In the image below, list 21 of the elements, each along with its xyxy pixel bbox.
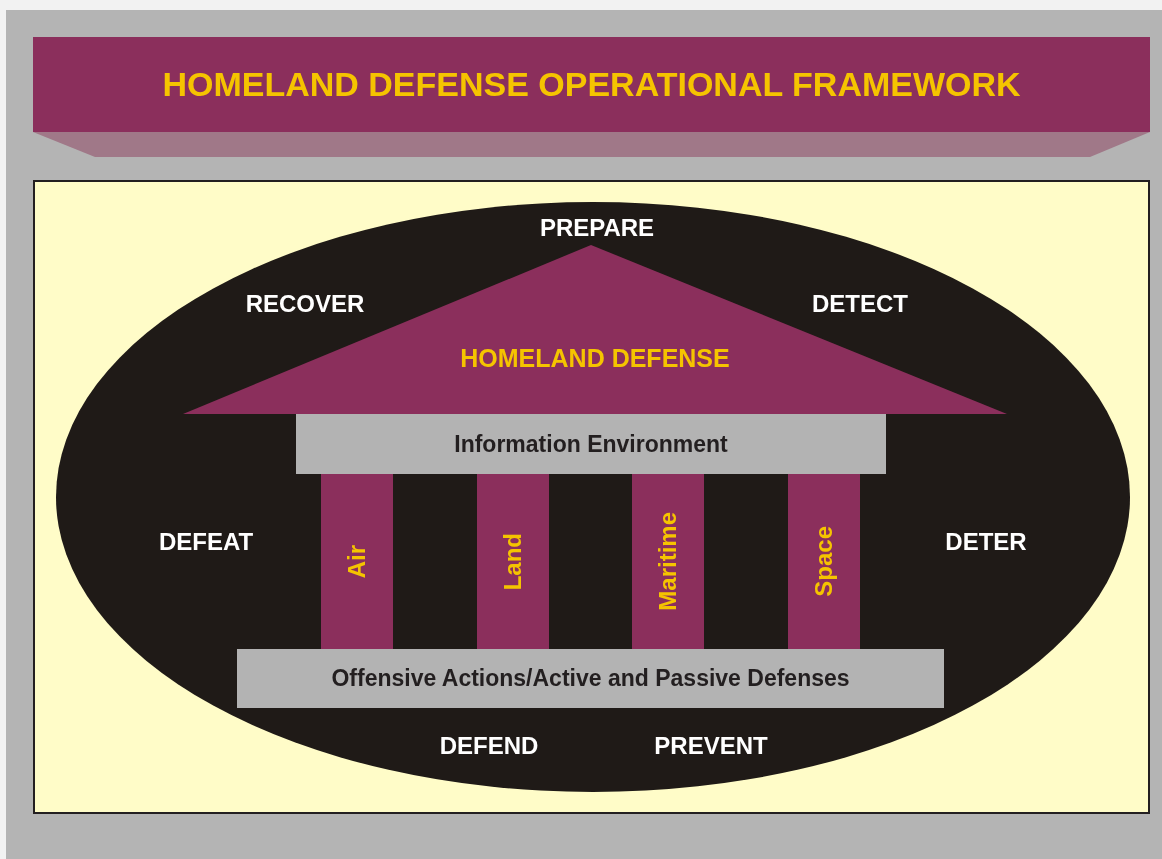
pillar bbox=[788, 474, 860, 649]
pillar bbox=[632, 474, 704, 649]
beam-label: Information Environment bbox=[454, 429, 728, 459]
beam-bar bbox=[296, 414, 886, 474]
pillar-label: Land bbox=[498, 532, 527, 591]
pillar bbox=[321, 474, 393, 649]
pillar-label: Maritime bbox=[653, 512, 682, 611]
roof-label: HOMELAND DEFENSE bbox=[460, 343, 730, 374]
phase-label: DETER bbox=[945, 528, 1027, 555]
beam-bar bbox=[237, 649, 944, 708]
phase-label: DETECT bbox=[812, 290, 908, 317]
pillar-label: Air bbox=[342, 544, 371, 579]
phase-label: PREVENT bbox=[654, 732, 768, 759]
beam-label: Offensive Actions/Active and Passive Defenses bbox=[331, 664, 850, 694]
phase-label: RECOVER bbox=[245, 290, 365, 317]
phase-label: DEFEAT bbox=[158, 528, 254, 555]
pillar bbox=[477, 474, 549, 649]
pillar-label: Space bbox=[809, 526, 838, 597]
title: HOMELAND DEFENSE OPERATIONAL FRAMEWORK bbox=[162, 64, 1021, 105]
phase-label: DEFEND bbox=[439, 732, 539, 759]
phase-label: PREPARE bbox=[539, 214, 655, 241]
